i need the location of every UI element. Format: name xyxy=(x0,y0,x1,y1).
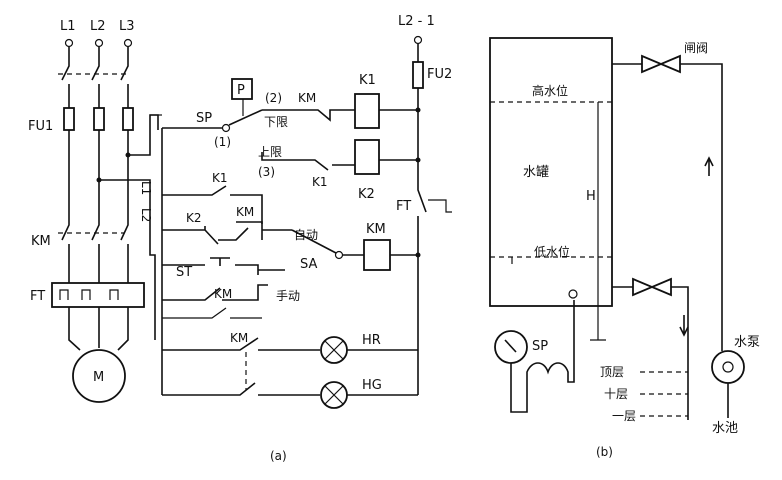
k1-mid-label: K1 xyxy=(312,175,328,189)
control-rails: L2 - 1 FU2 FT xyxy=(161,14,452,395)
pressure-gauge-p xyxy=(231,78,253,100)
ft-main-label: FT xyxy=(30,289,45,304)
km-row-label: KM xyxy=(236,205,254,219)
tank-label: 水罐 xyxy=(523,165,549,180)
supply-terminal xyxy=(413,35,423,45)
wire-label-l1: L1 xyxy=(139,181,153,195)
km-coil-main-label: KM xyxy=(366,222,386,237)
km-hold-label: KM xyxy=(214,287,232,301)
lower-limit-label: 下限 xyxy=(264,115,288,129)
fuse-fu1-l1 xyxy=(63,107,75,131)
fu1-label: FU1 xyxy=(28,119,53,134)
pressure-switch-sp: SP P (1) (2) KM 下限 上限 (3) K1 xyxy=(162,78,355,189)
km-hr-label: KM xyxy=(230,331,248,345)
water-pump xyxy=(711,350,745,384)
sp-label: SP xyxy=(196,111,212,126)
fuse-fu1-l2 xyxy=(93,107,105,131)
k1-row-label: K1 xyxy=(212,171,228,185)
fuse-fu1-l3 xyxy=(122,107,134,131)
ft-nc-label: FT xyxy=(396,199,411,214)
km-coil-label: KM xyxy=(298,91,316,105)
motor xyxy=(72,349,126,403)
gate-valve-top xyxy=(641,54,681,74)
wire-label-l2: L2 xyxy=(139,208,153,222)
p-box-label: P xyxy=(237,83,245,98)
caption-a: (a) xyxy=(270,449,287,463)
fuse-fu2 xyxy=(412,61,424,89)
high-level-label: 高水位 xyxy=(532,83,568,98)
phase-label-l3: L3 xyxy=(119,19,135,34)
h-label: H xyxy=(586,189,596,204)
contactor-coil-km xyxy=(363,239,391,271)
panel-b-water-system: 高水位 水罐 H 低水位 闸阀 顶层 十层 一层 水泵 水池 SP (b) xyxy=(489,37,760,459)
pump-label: 水泵 xyxy=(734,335,760,350)
sp-gauge-label: SP xyxy=(532,339,548,354)
first-floor-label: 一层 xyxy=(612,409,636,423)
motor-label: M xyxy=(93,370,104,385)
k1-top-label: K1 xyxy=(359,73,376,88)
k2-label: K2 xyxy=(358,187,375,202)
gate-valve-outlet xyxy=(632,277,672,297)
terminal-l2 xyxy=(94,38,104,48)
level-sensor xyxy=(568,289,578,299)
phase-label-l2: L2 xyxy=(90,19,106,34)
relay-k2 xyxy=(354,139,380,175)
phase-label-l1: L1 xyxy=(60,19,76,34)
sa-label: SA xyxy=(300,257,317,272)
supply-label: L2 - 1 xyxy=(398,14,435,29)
flow-arrow-down xyxy=(679,315,689,337)
fu2-label: FU2 xyxy=(427,67,452,82)
st-label: ST xyxy=(176,265,192,280)
top-floor-label: 顶层 xyxy=(600,365,624,379)
flow-arrow-up xyxy=(704,156,714,176)
terminal-l1 xyxy=(64,38,74,48)
k2-row-label: K2 xyxy=(186,211,202,225)
pool-label: 水池 xyxy=(712,421,738,436)
caption-b: (b) xyxy=(596,445,613,459)
main-power-lines xyxy=(58,47,162,340)
node-1: (1) xyxy=(214,135,231,149)
terminal-l3 xyxy=(123,38,133,48)
phase-terminals: L1 L2 L3 xyxy=(60,19,135,48)
panel-a-circuit: L1 L2 L3 xyxy=(28,14,452,463)
water-tank xyxy=(489,37,613,307)
hr-label: HR xyxy=(362,333,381,348)
thermal-relay-ft xyxy=(51,282,145,308)
upper-limit-label: 上限 xyxy=(258,145,282,159)
low-level-label: 低水位 xyxy=(534,244,570,259)
node-3: (3) xyxy=(258,165,275,179)
auto-label: 自动 xyxy=(294,228,318,242)
km-main-label: KM xyxy=(31,234,51,249)
tenth-floor-label: 十层 xyxy=(604,387,628,401)
relay-k1 xyxy=(354,93,380,129)
manual-label: 手动 xyxy=(276,289,300,303)
gate-valve-label: 闸阀 xyxy=(684,41,708,55)
node-2: (2) xyxy=(265,91,282,105)
hg-label: HG xyxy=(362,378,382,393)
